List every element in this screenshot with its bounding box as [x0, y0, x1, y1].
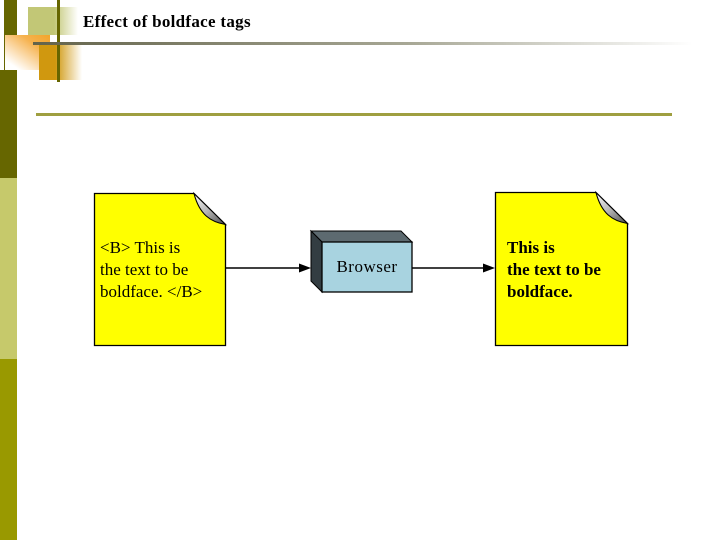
browser-box-front-face — [321, 241, 413, 293]
left-bar-olive-segment — [0, 359, 17, 540]
browser-box-top-face — [309, 230, 414, 243]
deco-sage-square — [28, 7, 78, 35]
output-document-shape — [494, 191, 629, 347]
left-bar-dark-segment — [0, 70, 17, 178]
browser-label: Browser — [336, 257, 398, 276]
output-document-text: This is the text to be boldface. — [507, 237, 601, 303]
source-document-shape — [93, 192, 227, 347]
browser-box-left-face — [310, 229, 323, 294]
header-lower-rule — [36, 113, 672, 116]
source-document-line-3: boldface. </B> — [100, 282, 203, 301]
output-document-line-3: boldface. — [507, 282, 573, 301]
arrow-browser-to-output-head — [483, 263, 495, 273]
deco-gold-square — [39, 43, 82, 80]
output-document-line-1: This is — [507, 238, 555, 257]
source-document-fold-corner — [192, 191, 228, 226]
title-underline-rule — [33, 42, 720, 45]
deco-vertical-line — [57, 0, 60, 82]
output-document-fold-corner — [594, 190, 630, 225]
source-document-line-1: <B> This is — [100, 238, 181, 257]
source-document-line-2: the text to be — [100, 260, 189, 279]
arrow-source-to-browser-head — [299, 263, 311, 273]
left-bar-sage-segment — [0, 178, 17, 359]
slide-title: Effect of boldface tags — [83, 12, 251, 31]
output-document-line-2: the text to be — [507, 260, 601, 279]
source-document-text: <B> This is the text to be boldface. </B… — [100, 237, 202, 303]
